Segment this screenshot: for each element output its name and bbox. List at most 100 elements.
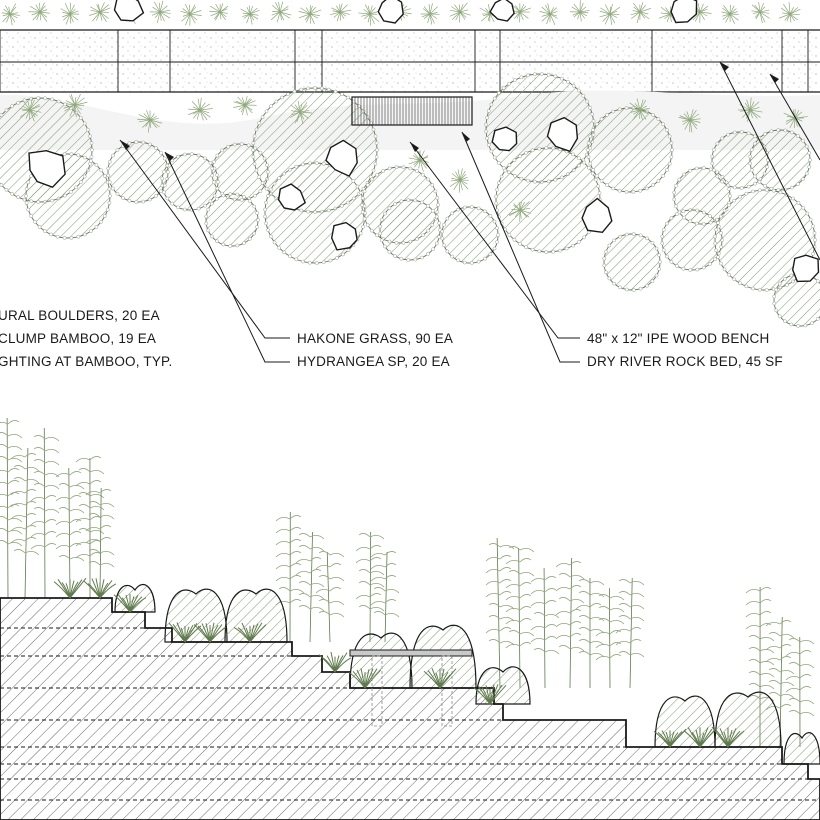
grass-icon: [53, 577, 87, 599]
grass-icon: [449, 168, 469, 193]
grass-icon: [137, 110, 163, 133]
bamboo-icon: [785, 636, 815, 748]
hydrangea-icon: [783, 732, 820, 765]
label-lighting: GHTING AT BAMBOO, TYP.: [0, 354, 172, 369]
plan-labels-left: URAL BOULDERS, 20 EA CLUMP BAMBOO, 19 EA…: [0, 308, 172, 369]
grass-icon: [209, 3, 229, 21]
grass-icon: [423, 668, 457, 689]
boulder-icon: [277, 183, 307, 211]
boulder-icon: [491, 126, 518, 152]
bamboo-icon: [485, 537, 515, 689]
bench-icon: [351, 96, 473, 126]
bamboo-icon: [0, 417, 23, 599]
plant-canopies: [0, 72, 820, 328]
bamboo-icon: [530, 567, 560, 689]
grass-icon: [678, 109, 701, 133]
grass-icon: [473, 684, 507, 705]
grass-icon: [270, 1, 292, 23]
grass-icon: [778, 2, 801, 23]
bamboo-icon: [275, 511, 305, 643]
grass-icon: [408, 150, 430, 172]
grass-icon: [508, 201, 532, 222]
grass-icon: [449, 2, 471, 23]
boulders: [28, 0, 820, 283]
top-grass-row: [1, 0, 801, 26]
bamboo-icon: [370, 551, 400, 643]
plan-grass: [19, 93, 808, 222]
grass-icon: [569, 0, 590, 22]
grass-icon: [193, 622, 227, 643]
bamboo-icon: [355, 531, 385, 643]
grass-icon: [188, 97, 213, 121]
grass-icon: [53, 577, 745, 748]
bamboo-icon: [55, 467, 85, 599]
grass-icon: [83, 578, 117, 599]
boulder-icon: [28, 149, 66, 189]
boulder-icon: [581, 197, 613, 234]
grass-icon: [711, 726, 745, 748]
boulder-icon: [330, 221, 358, 251]
bamboo-icon: [75, 456, 105, 599]
terrain-section: [0, 597, 820, 820]
boulder-icon: [489, 0, 515, 22]
grass-icon: [348, 668, 382, 689]
label-hydrangea: HYDRANGEA SP, 20 EA: [297, 354, 450, 369]
grass-icon: [420, 3, 440, 25]
grass-icon: [63, 93, 88, 118]
label-boulders: URAL BOULDERS, 20 EA: [0, 308, 160, 323]
grass-icon: [289, 100, 312, 125]
grass-icon: [599, 3, 621, 25]
bamboo-icon: [0, 417, 815, 748]
grass-icon: [28, 2, 50, 22]
leader-arrowheads: [120, 62, 779, 161]
label-hakone-grass: HAKONE GRASS, 90 EA: [297, 331, 453, 346]
grass-icon: [233, 96, 257, 116]
bamboo-icon: [295, 531, 325, 643]
bamboo-icon: [555, 557, 585, 689]
grass-icon: [721, 4, 739, 24]
bamboo-icon: [10, 447, 40, 599]
paving-strip: [0, 29, 820, 93]
grass-icon: [149, 0, 171, 24]
hydrangea-icon: [114, 584, 156, 613]
boulder-icon: [791, 254, 820, 283]
boulder-icon: [670, 0, 698, 24]
grass-icon: [113, 593, 147, 613]
grass-icon: [630, 2, 652, 23]
grass-icon: [629, 98, 650, 121]
plan-labels-center: HAKONE GRASS, 90 EA HYDRANGEA SP, 20 EA: [297, 331, 453, 369]
boulder-icon: [377, 0, 404, 24]
bamboo-icon: [315, 551, 345, 643]
bamboo-icon: [595, 587, 625, 689]
grass-icon: [89, 2, 111, 22]
grass-icon: [233, 622, 267, 643]
boulder-icon: [113, 0, 145, 22]
plan-view: URAL BOULDERS, 20 EA CLUMP BAMBOO, 19 EA…: [0, 0, 820, 369]
label-river-rock: DRY RIVER ROCK BED, 45 SF: [587, 354, 783, 369]
boulder-icon: [546, 116, 579, 153]
plan-labels-right: 48" x 12" IPE WOOD BENCH DRY RIVER ROCK …: [587, 331, 783, 369]
grass-icon: [358, 4, 380, 26]
terrain-layers: [0, 627, 820, 801]
grass-icon: [318, 651, 352, 673]
hydrangea-icon: [409, 624, 477, 689]
grass-icon: [1, 3, 20, 26]
label-bamboo: CLUMP BAMBOO, 19 EA: [0, 331, 156, 346]
grass-icon: [180, 3, 202, 26]
label-bench: 48" x 12" IPE WOOD BENCH: [587, 331, 769, 346]
grass-icon: [240, 5, 260, 25]
grass-icon: [19, 97, 42, 122]
hydrangea-icon: [164, 588, 228, 643]
grass-icon: [751, 1, 770, 24]
grass-icon: [329, 3, 352, 22]
grass-icon: [539, 3, 558, 26]
bench-section-icon: [349, 649, 473, 727]
grass-icon: [298, 5, 322, 24]
bamboo-icon: [30, 427, 60, 599]
grass-icon: [60, 2, 80, 25]
bamboo-icon: [505, 546, 535, 689]
grass-icon: [653, 728, 687, 748]
bamboo-icon: [85, 487, 115, 599]
